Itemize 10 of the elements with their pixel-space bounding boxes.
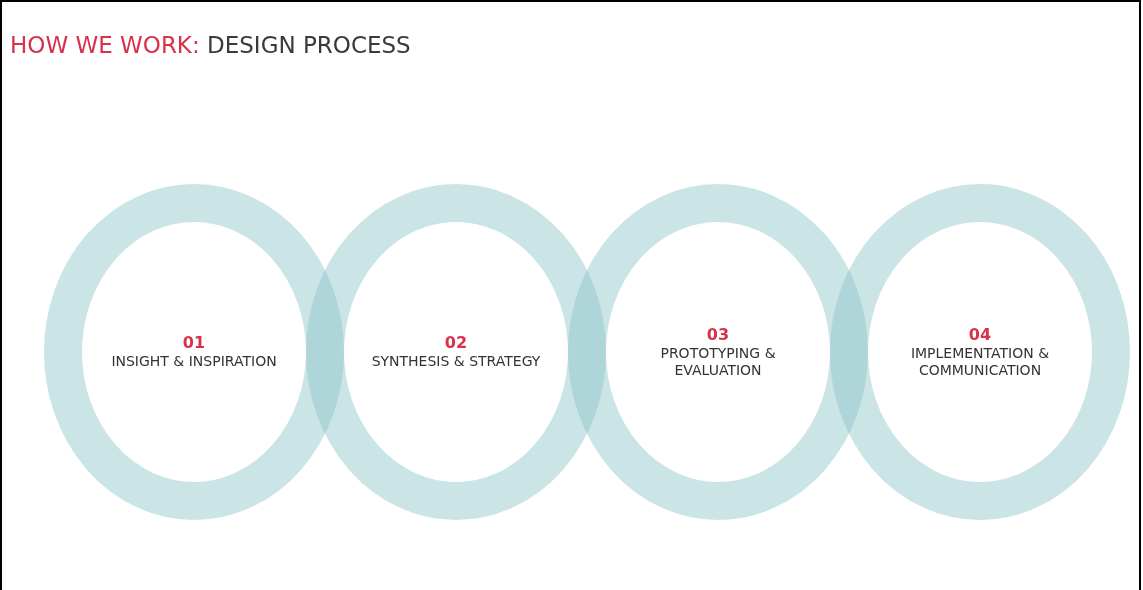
step-number: 01	[182, 333, 206, 354]
title: HOW WE WORK: DESIGN PROCESS	[10, 34, 411, 57]
step-label: INSIGHT & INSPIRATION	[111, 353, 277, 371]
step-label: IMPLEMENTATION & COMMUNICATION	[909, 344, 1051, 380]
ring-circle	[830, 184, 1130, 520]
step-number: 03	[706, 324, 730, 345]
step-number: 02	[444, 333, 468, 354]
step-label: PROTOTYPING & EVALUATION	[659, 344, 777, 380]
step-label: SYNTHESIS & STRATEGY	[371, 353, 541, 371]
step-number: 04	[968, 324, 992, 345]
